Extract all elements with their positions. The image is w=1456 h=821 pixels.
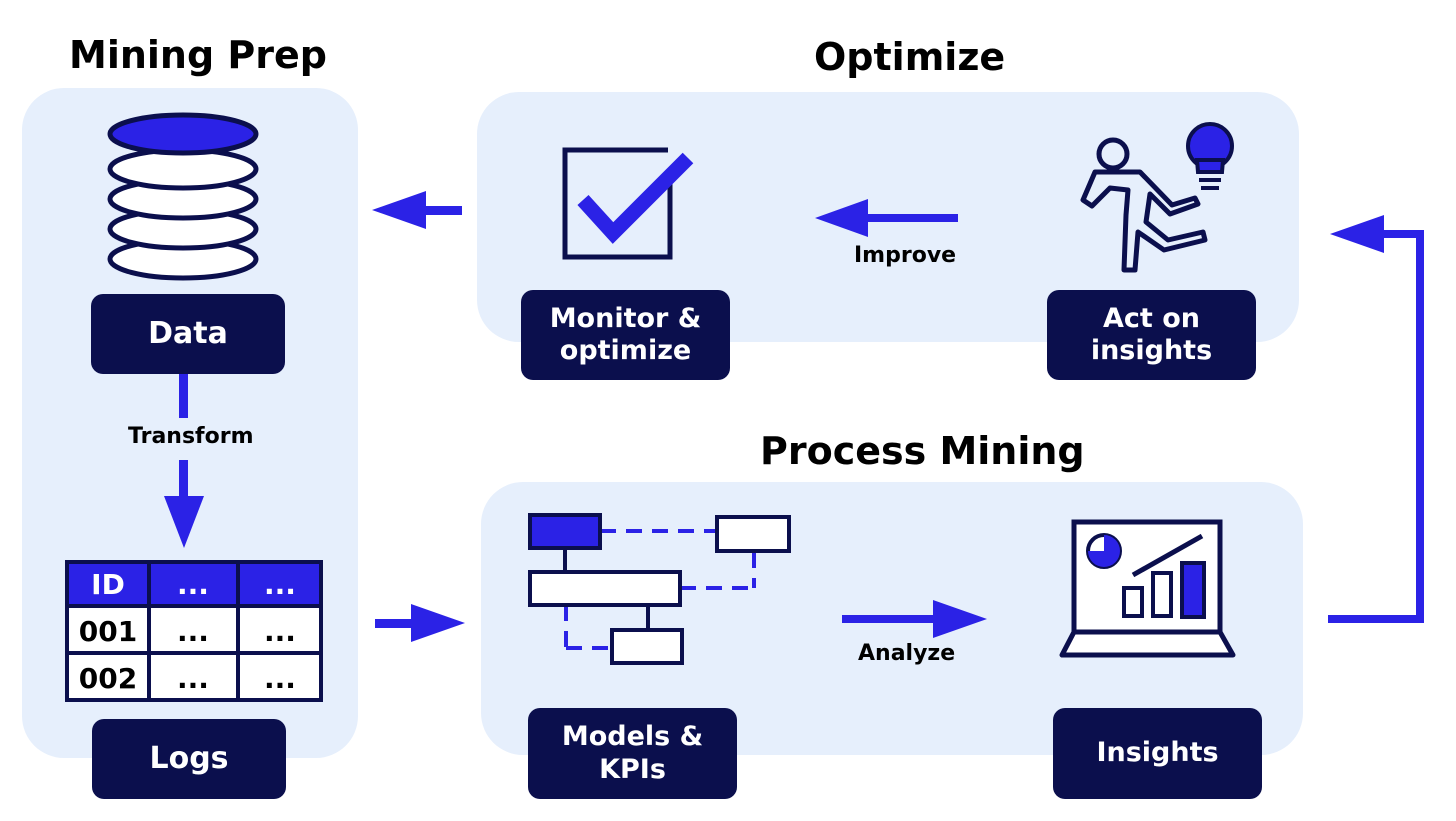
monitor-node: Monitor & optimize bbox=[521, 290, 730, 380]
table-cell: ... bbox=[264, 615, 296, 648]
database-icon bbox=[107, 112, 259, 281]
table-cell: ... bbox=[177, 615, 209, 648]
lightbulb-icon bbox=[1186, 122, 1234, 190]
table-cell: ... bbox=[264, 662, 296, 695]
models-node-label: Models & KPIs bbox=[561, 721, 704, 785]
mining-prep-title: Mining Prep bbox=[69, 33, 327, 77]
arrow-to-mining-prep bbox=[372, 191, 462, 229]
data-node-label: Data bbox=[148, 316, 228, 351]
analyze-label: Analyze bbox=[858, 641, 956, 666]
table-cell: 002 bbox=[79, 662, 137, 695]
table-header-col2: ... bbox=[177, 568, 209, 601]
improve-label: Improve bbox=[854, 243, 957, 268]
improve-arrow bbox=[815, 199, 958, 237]
insights-node-label: Insights bbox=[1096, 737, 1219, 769]
arrow-to-process-mining bbox=[375, 604, 465, 642]
process-mining-title: Process Mining bbox=[760, 429, 1085, 473]
logs-node-label: Logs bbox=[149, 741, 229, 776]
insights-node: Insights bbox=[1053, 708, 1262, 799]
process-flow-icon bbox=[528, 513, 791, 665]
act-node: Act on insights bbox=[1047, 290, 1256, 380]
table-cell: ... bbox=[177, 662, 209, 695]
table-header-col3: ... bbox=[264, 568, 296, 601]
table-header-id: ID bbox=[91, 568, 125, 601]
arrow-loop-to-optimize bbox=[1328, 215, 1424, 623]
models-node: Models & KPIs bbox=[528, 708, 737, 799]
logs-node: Logs bbox=[92, 719, 286, 799]
table-icon: ID ... ... 001 ... ... 002 ... ... bbox=[65, 560, 323, 702]
running-person-icon bbox=[1080, 137, 1208, 273]
monitor-node-label: Monitor & optimize bbox=[549, 302, 702, 366]
laptop-chart-icon bbox=[1059, 519, 1236, 658]
transform-label: Transform bbox=[128, 424, 254, 449]
table-cell: 001 bbox=[79, 615, 137, 648]
optimize-title: Optimize bbox=[814, 35, 1006, 79]
act-node-label: Act on insights bbox=[1090, 302, 1213, 366]
transform-arrow bbox=[164, 374, 204, 548]
checkbox-check-icon bbox=[562, 147, 694, 260]
analyze-arrow bbox=[842, 600, 987, 638]
data-node: Data bbox=[91, 294, 285, 374]
